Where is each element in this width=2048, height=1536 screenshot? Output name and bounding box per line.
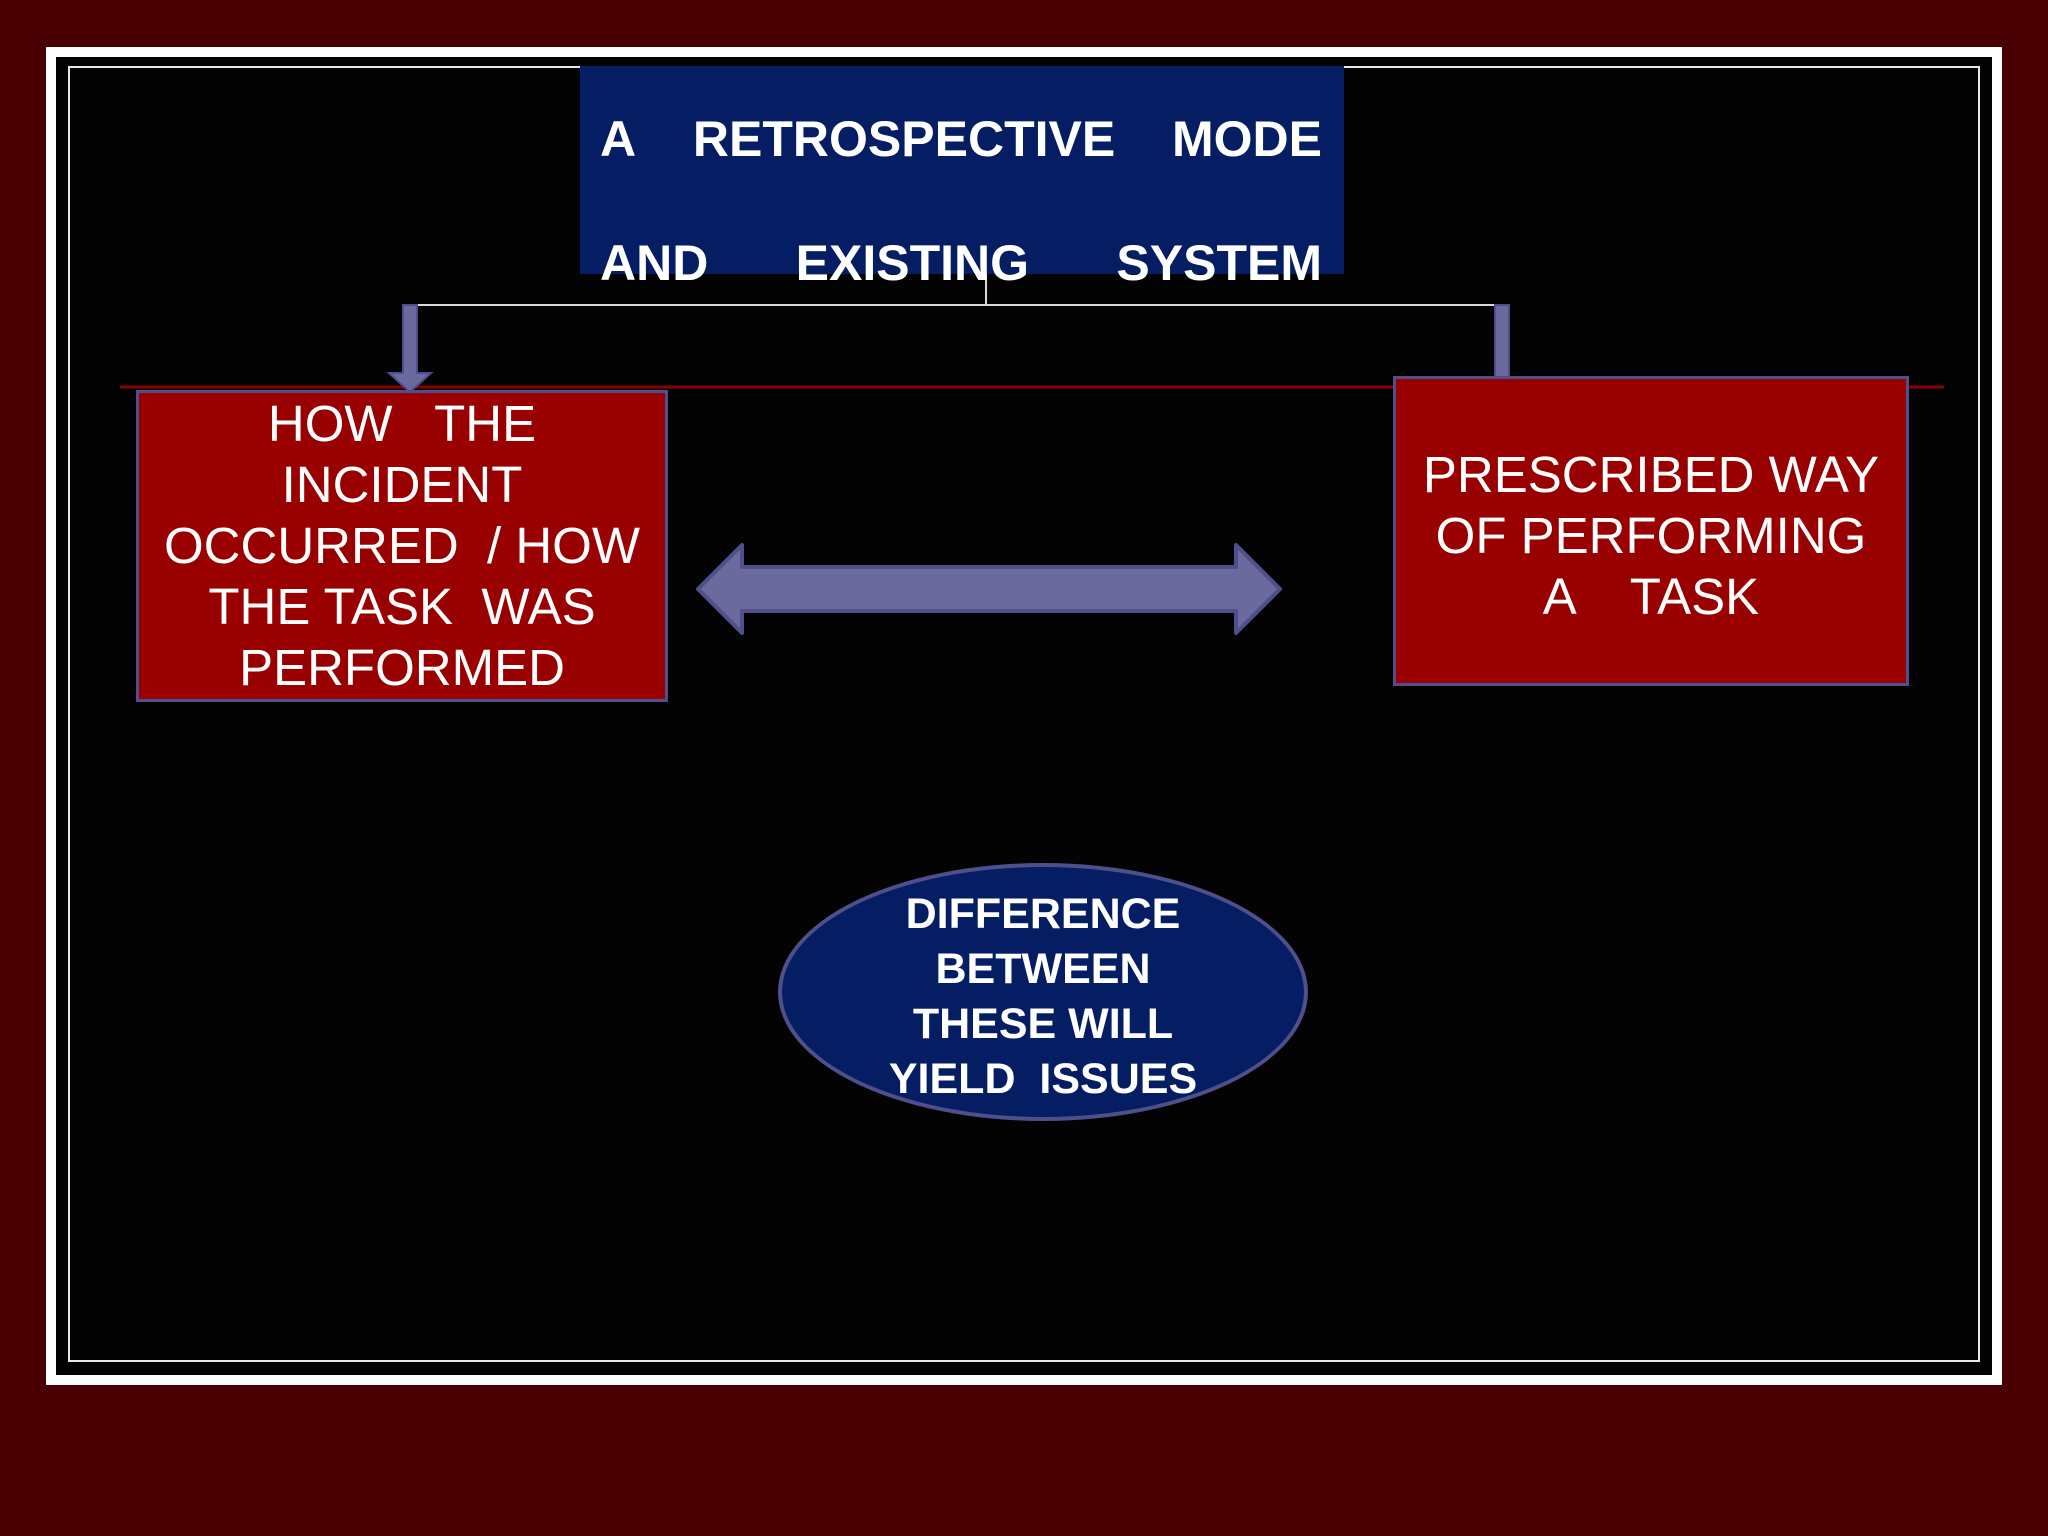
title-word: EXISTING xyxy=(795,235,1030,291)
title-word: A xyxy=(600,111,637,167)
title-line-2: AND EXISTING SYSTEM xyxy=(600,234,1322,292)
prescribed-way-text: PRESCRIBED WAY OF PERFORMING A TASK xyxy=(1422,446,1880,625)
inner-panel xyxy=(56,57,1992,1375)
actual-performance-box: HOW THE INCIDENT OCCURRED / HOW THE TASK… xyxy=(136,390,668,702)
actual-performance-text: HOW THE INCIDENT OCCURRED / HOW THE TASK… xyxy=(164,395,640,696)
down-arrow-left xyxy=(386,304,434,394)
title-box: A RETROSPECTIVE MODE AND EXISTING SYSTEM xyxy=(580,66,1344,291)
prescribed-way-box: PRESCRIBED WAY OF PERFORMING A TASK xyxy=(1393,376,1909,686)
title-line-1: A RETROSPECTIVE MODE xyxy=(600,110,1322,168)
title-word: AND xyxy=(600,235,709,291)
title-word: MODE xyxy=(1172,111,1322,167)
title-word: RETROSPECTIVE xyxy=(692,111,1116,167)
double-headed-arrow xyxy=(696,543,1282,635)
title-word: SYSTEM xyxy=(1116,235,1322,291)
difference-oval: DIFFERENCE BETWEEN THESE WILL YIELD ISSU… xyxy=(778,863,1308,1121)
difference-text: DIFFERENCE BETWEEN THESE WILL YIELD ISSU… xyxy=(888,890,1198,1103)
